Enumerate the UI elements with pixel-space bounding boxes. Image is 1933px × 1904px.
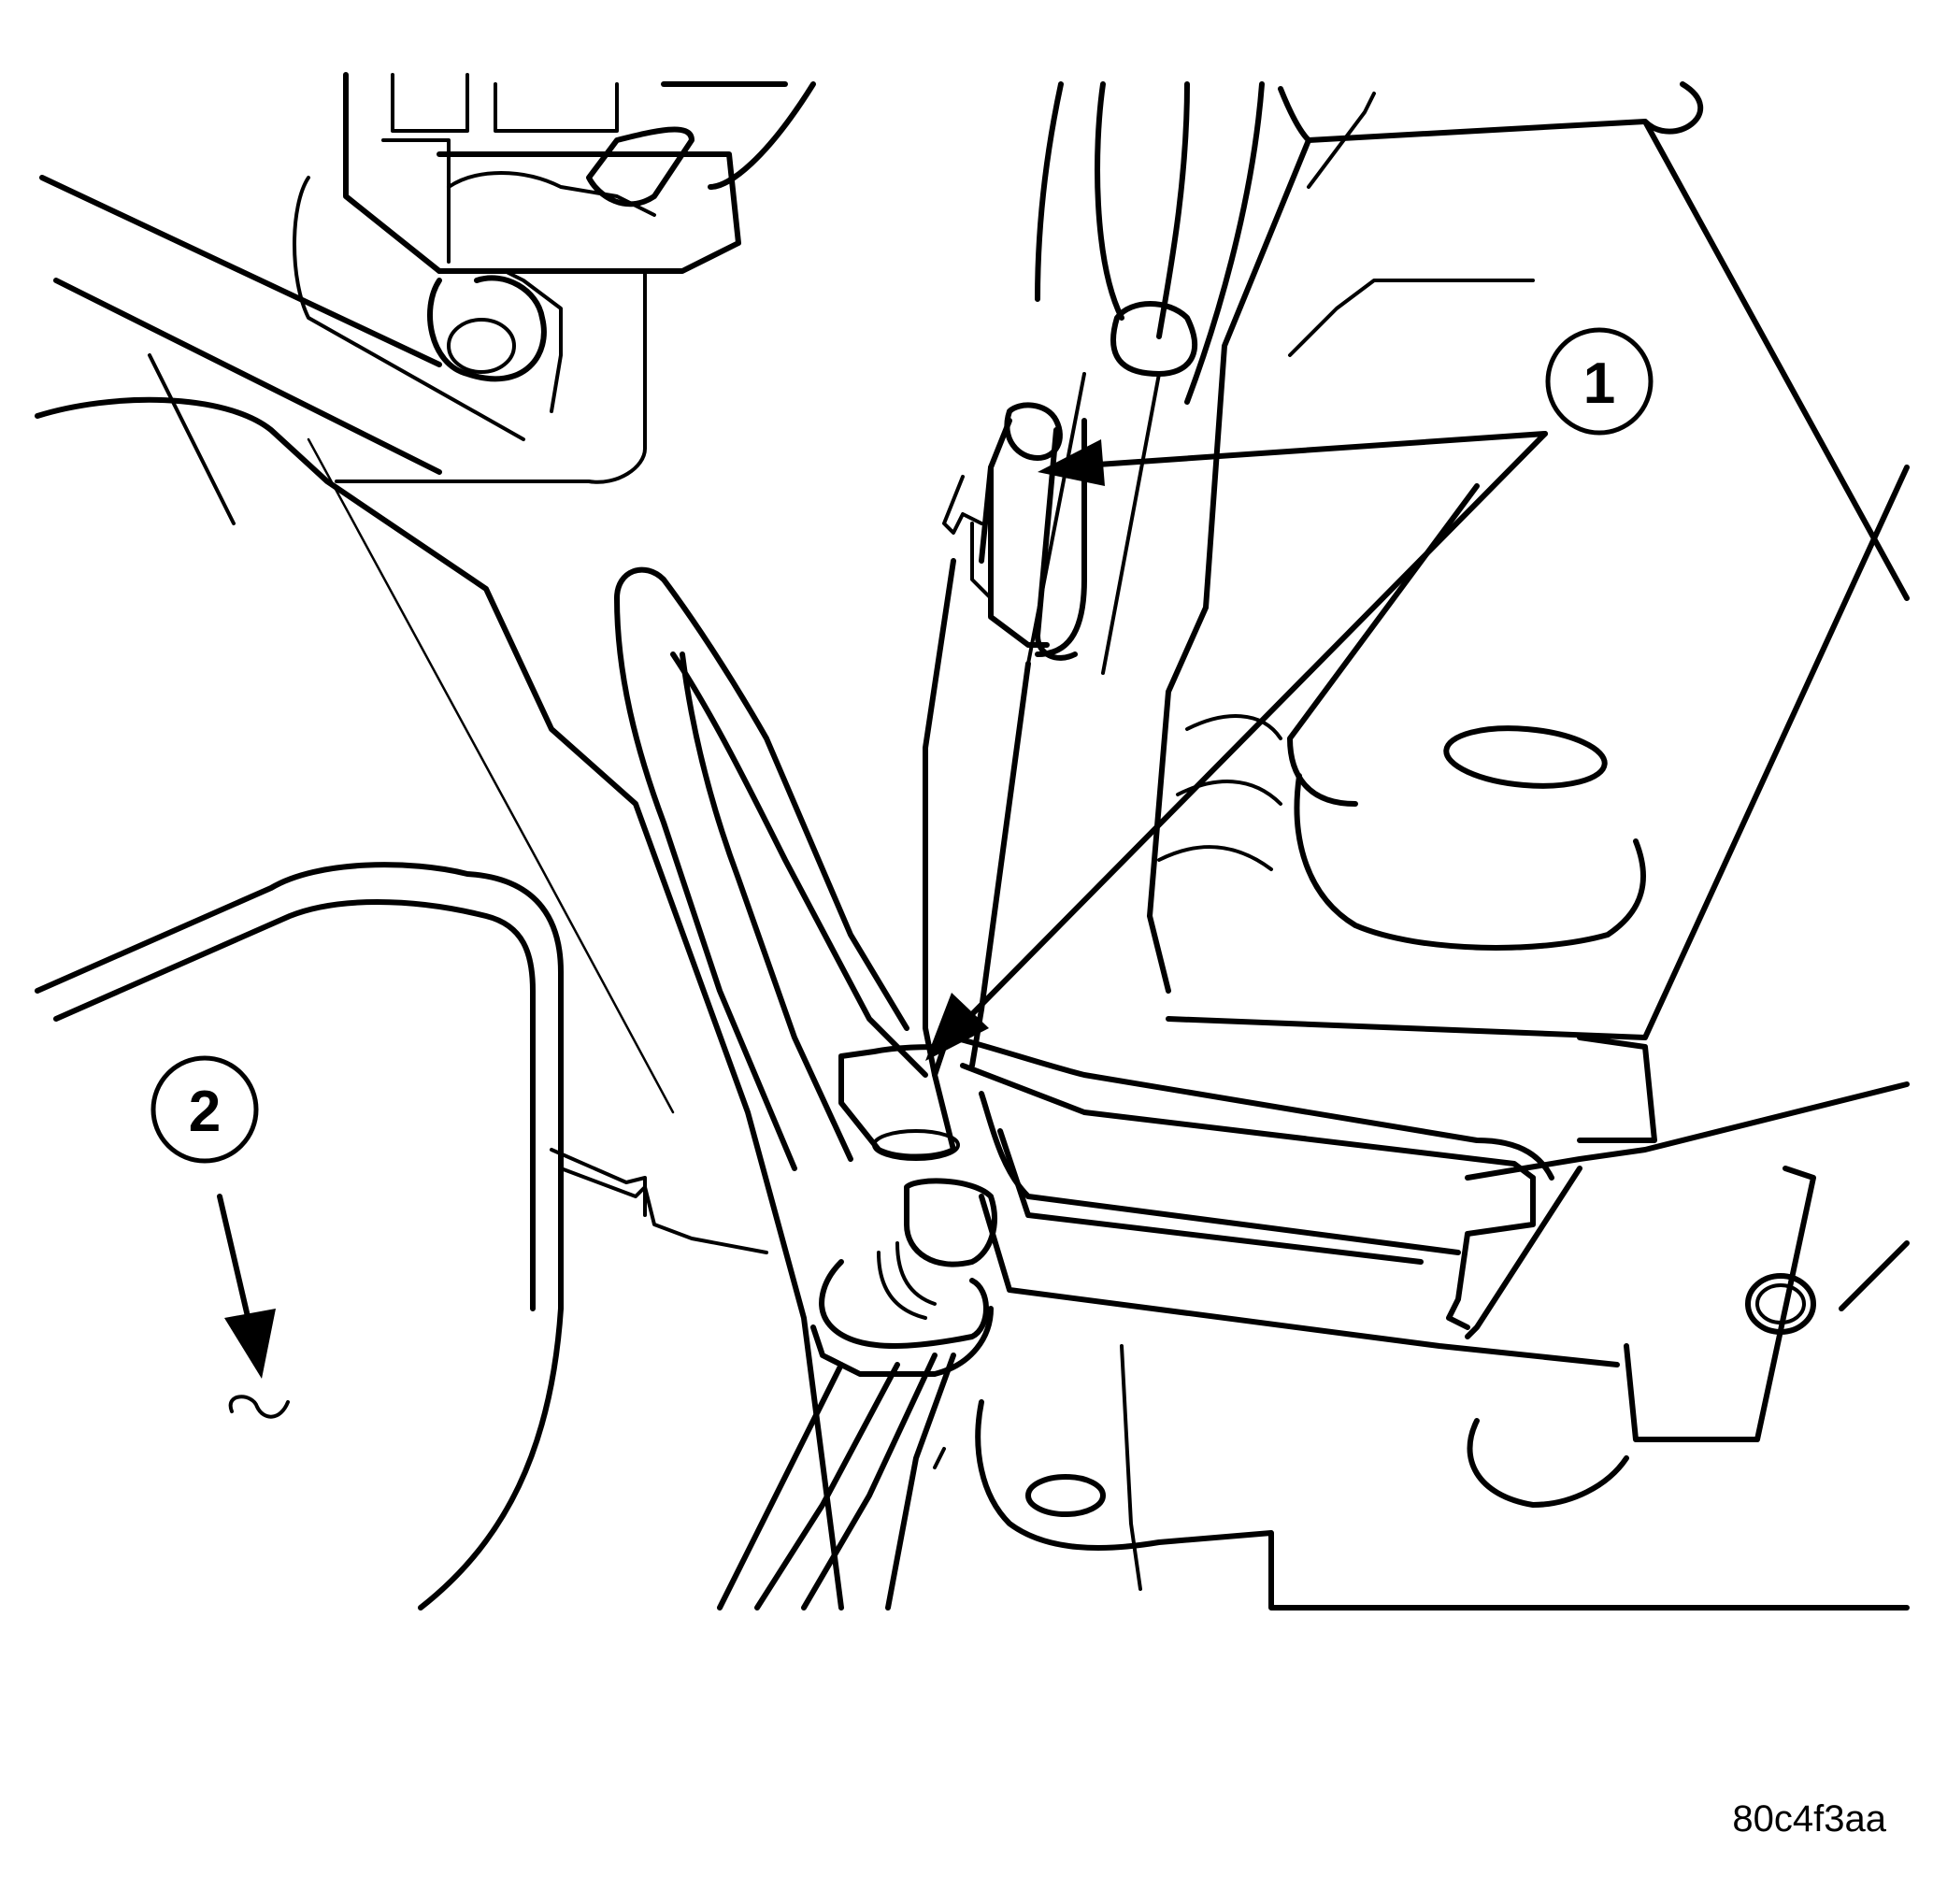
right-tray [1147, 81, 1910, 1040]
callout-1-label: 1 [1583, 351, 1615, 416]
arrow-down-icon [224, 1309, 276, 1379]
figure-reference-code: 80c4f3aa [1732, 1798, 1886, 1840]
callout-2-label: 2 [189, 1080, 221, 1144]
arrow-head-1b [925, 993, 989, 1061]
lower-hose-nipple [810, 1044, 997, 1377]
lower-right-rails [717, 1035, 1910, 1611]
callout-2-circle [150, 1055, 259, 1164]
frame-rail-left [35, 175, 844, 1611]
upper-hose-pair [1026, 81, 1265, 675]
hose-fitting-clip [942, 402, 1087, 661]
forward-marker-icon [228, 1395, 290, 1419]
s-curve-hose [614, 558, 1031, 1171]
lower-left-body [35, 862, 768, 1611]
arrow-head-1a [1038, 439, 1105, 486]
callout-1: 1 [925, 327, 1654, 1061]
callout-2: 2 [150, 1055, 290, 1419]
callout-1-circle [1545, 327, 1654, 436]
upper-bracket [293, 72, 816, 484]
